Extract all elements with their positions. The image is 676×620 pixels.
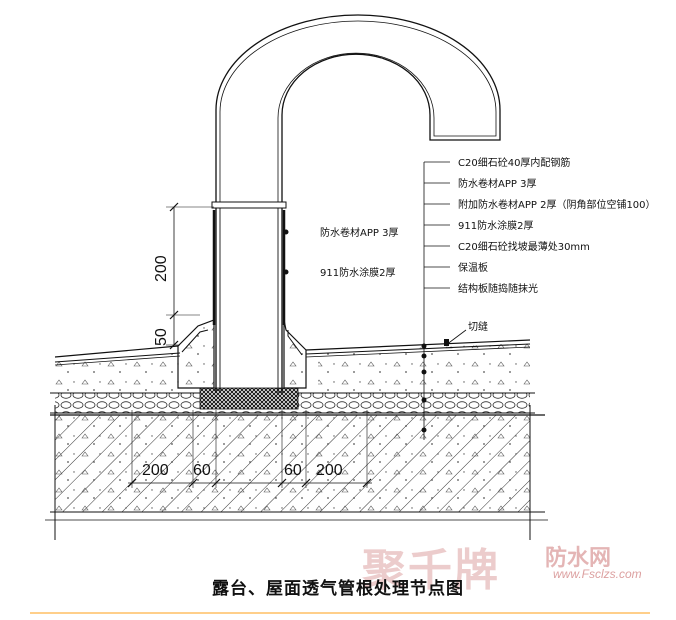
- label-layer-7: 结构板随捣随抹光: [458, 282, 538, 295]
- label-cut-joint: 切缝: [468, 320, 488, 333]
- dim-60-right: 60: [284, 462, 302, 479]
- dim-50-vertical: 50: [153, 328, 170, 346]
- dimension-lines: [127, 202, 372, 488]
- dim-200-vertical: 200: [153, 255, 170, 282]
- label-layer-5: C20细石砼找坡最薄处30mm: [458, 240, 590, 253]
- watermark-brand: 聚千牌: [362, 545, 500, 596]
- structural-slab: [45, 405, 548, 540]
- watermark-url: www.Fsclzs.com: [553, 567, 642, 581]
- divider: [30, 612, 650, 614]
- vent-pipe: [211, 14, 501, 393]
- dim-200-left: 200: [142, 462, 169, 479]
- dim-60-left: 60: [193, 462, 211, 479]
- label-layer-3: 附加防水卷材APP 2厚（阴角部位空铺100）: [458, 198, 656, 211]
- label-pipe-coating: 911防水涂膜2厚: [320, 266, 395, 279]
- pipe-base-reinforcement: [177, 319, 307, 389]
- label-pipe-membrane: 防水卷材APP 3厚: [320, 226, 398, 239]
- dim-200-right: 200: [316, 462, 343, 479]
- label-layer-2: 防水卷材APP 3厚: [458, 177, 536, 190]
- label-layer-1: C20细石砼40厚内配钢筋: [458, 156, 570, 169]
- label-layer-4: 911防水涂膜2厚: [458, 219, 533, 232]
- label-layer-6: 保温板: [458, 261, 488, 274]
- drawing-title: 露台、屋面透气管根处理节点图: [212, 579, 464, 599]
- leader-lines: [421, 161, 467, 440]
- watermark-site: 防水网: [545, 546, 612, 571]
